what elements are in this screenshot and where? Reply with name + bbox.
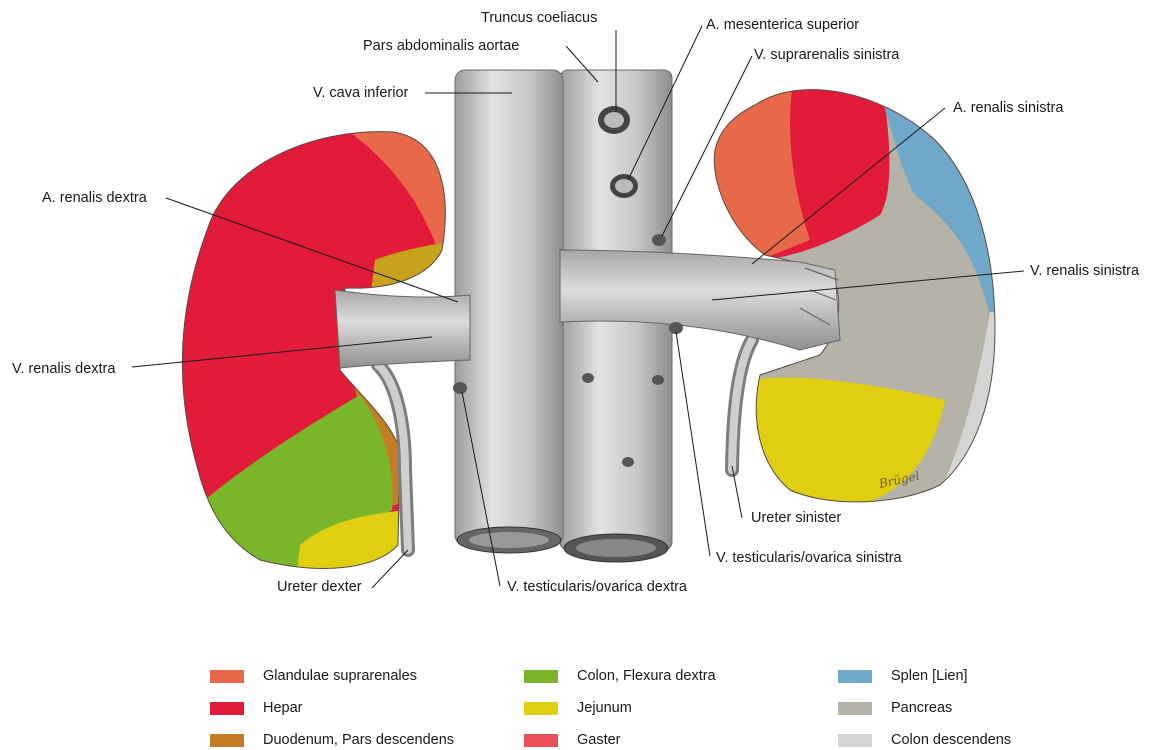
- label-a-renalis-dextra: A. renalis dextra: [42, 189, 147, 207]
- legend-label: Jejunum: [577, 700, 632, 716]
- legend-item: Colon descendens: [838, 730, 1011, 750]
- legend-swatch: [838, 702, 872, 715]
- legend-swatch: [524, 734, 558, 747]
- legend-label: Colon, Flexura dextra: [577, 668, 716, 684]
- label-v-testicularis-sinistra: V. testicularis/ovarica sinistra: [716, 549, 902, 567]
- label-ureter-dexter: Ureter dexter: [277, 578, 362, 596]
- label-truncus-coeliacus: Truncus coeliacus: [481, 9, 597, 27]
- legend-label: Hepar: [263, 700, 303, 716]
- legend-swatch: [838, 670, 872, 683]
- legend-item: Jejunum: [524, 698, 632, 718]
- legend-label: Glandulae suprarenales: [263, 668, 417, 684]
- legend-label: Colon descendens: [891, 732, 1011, 748]
- legend-swatch: [524, 702, 558, 715]
- vena-cava-inferior: [455, 70, 563, 553]
- label-v-cava-inferior: V. cava inferior: [313, 84, 408, 102]
- label-a-mesenterica-superior: A. mesenterica superior: [706, 16, 859, 34]
- legend-swatch: [524, 670, 558, 683]
- legend-swatch: [210, 734, 244, 747]
- legend-item: Duodenum, Pars descendens: [210, 730, 454, 750]
- legend-label: Splen [Lien]: [891, 668, 968, 684]
- legend-label: Duodenum, Pars descendens: [263, 732, 454, 748]
- legend-item: Pancreas: [838, 698, 952, 718]
- legend-item: Gaster: [524, 730, 621, 750]
- legend-swatch: [210, 702, 244, 715]
- kidney-illustration: Brügel: [0, 0, 1154, 620]
- color-legend: Glandulae suprarenales Colon, Flexura de…: [0, 660, 1154, 750]
- legend-item: Colon, Flexura dextra: [524, 666, 716, 686]
- label-v-testicularis-dextra: V. testicularis/ovarica dextra: [507, 578, 687, 596]
- legend-item: Hepar: [210, 698, 303, 718]
- legend-label: Gaster: [577, 732, 621, 748]
- label-v-renalis-dextra: V. renalis dextra: [12, 360, 115, 378]
- legend-item: Splen [Lien]: [838, 666, 968, 686]
- legend-item: Glandulae suprarenales: [210, 666, 417, 686]
- label-a-renalis-sinistra: A. renalis sinistra: [953, 99, 1063, 117]
- anatomy-figure: Brügel: [0, 0, 1154, 620]
- legend-swatch: [838, 734, 872, 747]
- label-v-renalis-sinistra: V. renalis sinistra: [1030, 262, 1139, 280]
- label-v-suprarenalis-sinistra: V. suprarenalis sinistra: [754, 46, 899, 64]
- legend-label: Pancreas: [891, 700, 952, 716]
- label-pars-abdominalis-aortae: Pars abdominalis aortae: [363, 37, 519, 55]
- v-renalis-dextra-vessel: [335, 290, 470, 368]
- label-ureter-sinister: Ureter sinister: [751, 509, 841, 527]
- legend-swatch: [210, 670, 244, 683]
